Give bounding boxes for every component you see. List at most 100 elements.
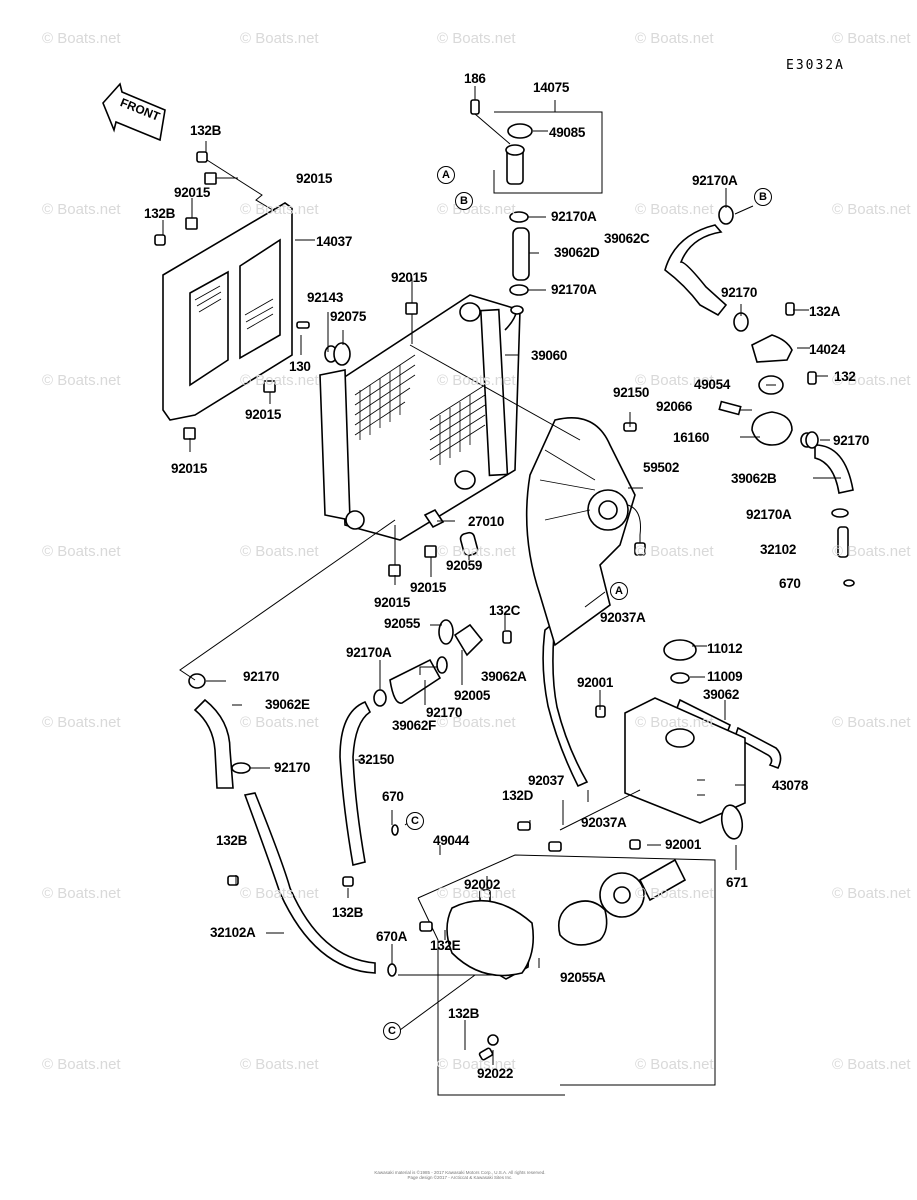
watermark: © Boats.net <box>240 201 319 218</box>
ref-marker-c: C <box>383 1022 401 1040</box>
part-label[interactable]: 49044 <box>433 833 470 848</box>
part-label[interactable]: 92143 <box>307 290 344 305</box>
part-label[interactable]: 186 <box>464 71 486 86</box>
watermark: © Boats.net <box>240 885 319 902</box>
part-label[interactable]: 92022 <box>477 1066 514 1081</box>
part-label[interactable]: 670 <box>382 789 404 804</box>
part-label[interactable]: 132C <box>489 603 521 618</box>
thermostat-housing <box>718 334 814 448</box>
part-label[interactable]: 92170 <box>243 669 280 684</box>
part-label[interactable]: 16160 <box>673 430 710 445</box>
part-label[interactable]: 32102A <box>210 925 256 940</box>
part-label[interactable]: 132 <box>834 369 856 384</box>
part-label[interactable]: 132E <box>430 938 461 953</box>
part-label[interactable]: 39062F <box>392 718 436 733</box>
part-label[interactable]: 92170 <box>426 705 463 720</box>
part-label[interactable]: 92005 <box>454 688 491 703</box>
part-label[interactable]: 14024 <box>809 342 846 357</box>
part-label[interactable]: 39062A <box>481 669 527 684</box>
copyright-line: Kawasaki material is ©1985 - 2017 Kawasa… <box>374 1170 546 1175</box>
part-label[interactable]: 39062 <box>703 687 740 702</box>
watermark: © Boats.net <box>635 30 714 47</box>
part-label[interactable]: 92170A <box>746 507 792 522</box>
part-label[interactable]: 130 <box>289 359 311 374</box>
reserve-tank <box>624 639 746 840</box>
watermark: © Boats.net <box>832 30 911 47</box>
part-label[interactable]: 671 <box>726 875 748 890</box>
part-label[interactable]: 92037A <box>600 610 646 625</box>
watermark: © Boats.net <box>240 714 319 731</box>
watermark: © Boats.net <box>437 372 516 389</box>
watermark: © Boats.net <box>635 1056 714 1073</box>
part-label[interactable]: 59502 <box>643 460 680 475</box>
part-label[interactable]: 92066 <box>656 399 693 414</box>
part-label[interactable]: 92055A <box>560 970 606 985</box>
part-label[interactable]: 32102 <box>760 542 797 557</box>
watermark: © Boats.net <box>42 714 121 731</box>
watermark: © Boats.net <box>42 885 121 902</box>
part-label[interactable]: 39062D <box>554 245 600 260</box>
part-label[interactable]: 43078 <box>772 778 809 793</box>
part-label[interactable]: 670 <box>779 576 801 591</box>
part-label[interactable]: 92170 <box>833 433 870 448</box>
part-label[interactable]: 132B <box>332 905 364 920</box>
part-label[interactable]: 92001 <box>665 837 702 852</box>
part-label[interactable]: 92170A <box>551 209 597 224</box>
part-label[interactable]: 92015 <box>410 580 447 595</box>
part-label[interactable]: 39062E <box>265 697 310 712</box>
watermark: © Boats.net <box>832 714 911 731</box>
ref-marker-b: B <box>455 192 473 210</box>
part-label[interactable]: 11012 <box>707 641 743 656</box>
part-label[interactable]: 132B <box>190 123 222 138</box>
part-label[interactable]: 92170 <box>274 760 311 775</box>
watermark: © Boats.net <box>635 372 714 389</box>
part-label[interactable]: 14037 <box>316 234 353 249</box>
hose-39062D <box>512 227 530 281</box>
part-label[interactable]: 92015 <box>296 171 333 186</box>
part-label[interactable]: 92015 <box>374 595 411 610</box>
part-label[interactable]: 92015 <box>171 461 208 476</box>
front-arrow-icon: FRONT <box>102 82 166 142</box>
part-label[interactable]: 27010 <box>468 514 505 529</box>
part-label[interactable]: 92150 <box>613 385 650 400</box>
hose-39062F <box>389 658 442 704</box>
part-label[interactable]: 670A <box>376 929 408 944</box>
part-label[interactable]: 39060 <box>531 348 568 363</box>
part-label[interactable]: 39062C <box>604 231 650 246</box>
part-label[interactable]: 92015 <box>245 407 282 422</box>
part-label[interactable]: 92170 <box>721 285 758 300</box>
part-label[interactable]: 11009 <box>707 669 743 684</box>
part-label[interactable]: 92037A <box>581 815 627 830</box>
part-label[interactable]: 92015 <box>391 270 428 285</box>
part-label[interactable]: 92001 <box>577 675 614 690</box>
watermark: © Boats.net <box>832 1056 911 1073</box>
part-label[interactable]: 92075 <box>330 309 367 324</box>
part-label[interactable]: 49054 <box>694 377 731 392</box>
diagram-code: E3032A <box>786 58 845 73</box>
part-label[interactable]: 132B <box>144 206 176 221</box>
part-label[interactable]: 132D <box>502 788 534 803</box>
part-label[interactable]: 132B <box>448 1006 480 1021</box>
ref-marker-a: A <box>437 166 455 184</box>
copyright-line: Page design ©2017 - Arcticcat & Kawasaki… <box>407 1175 513 1180</box>
part-label[interactable]: 92015 <box>174 185 211 200</box>
part-label[interactable]: 14075 <box>533 80 570 95</box>
part-label[interactable]: 32150 <box>358 752 395 767</box>
part-label[interactable]: 92170A <box>346 645 392 660</box>
copyright-notice: Kawasaki material is ©1985 - 2017 Kawasa… <box>340 1170 580 1180</box>
watermark: © Boats.net <box>240 1056 319 1073</box>
part-label[interactable]: 92037 <box>528 773 565 788</box>
part-label[interactable]: 132B <box>216 833 248 848</box>
part-label[interactable]: 92002 <box>464 877 501 892</box>
watermark: © Boats.net <box>437 201 516 218</box>
part-label[interactable]: 49085 <box>549 125 586 140</box>
part-label[interactable]: 92055 <box>384 616 421 631</box>
part-label[interactable]: 92170A <box>692 173 738 188</box>
part-label[interactable]: 39062B <box>731 471 777 486</box>
part-label[interactable]: 92170A <box>551 282 597 297</box>
leader-lines <box>162 86 841 1065</box>
part-label[interactable]: 92059 <box>446 558 483 573</box>
part-label[interactable]: 132A <box>809 304 841 319</box>
watermark: © Boats.net <box>437 543 516 560</box>
